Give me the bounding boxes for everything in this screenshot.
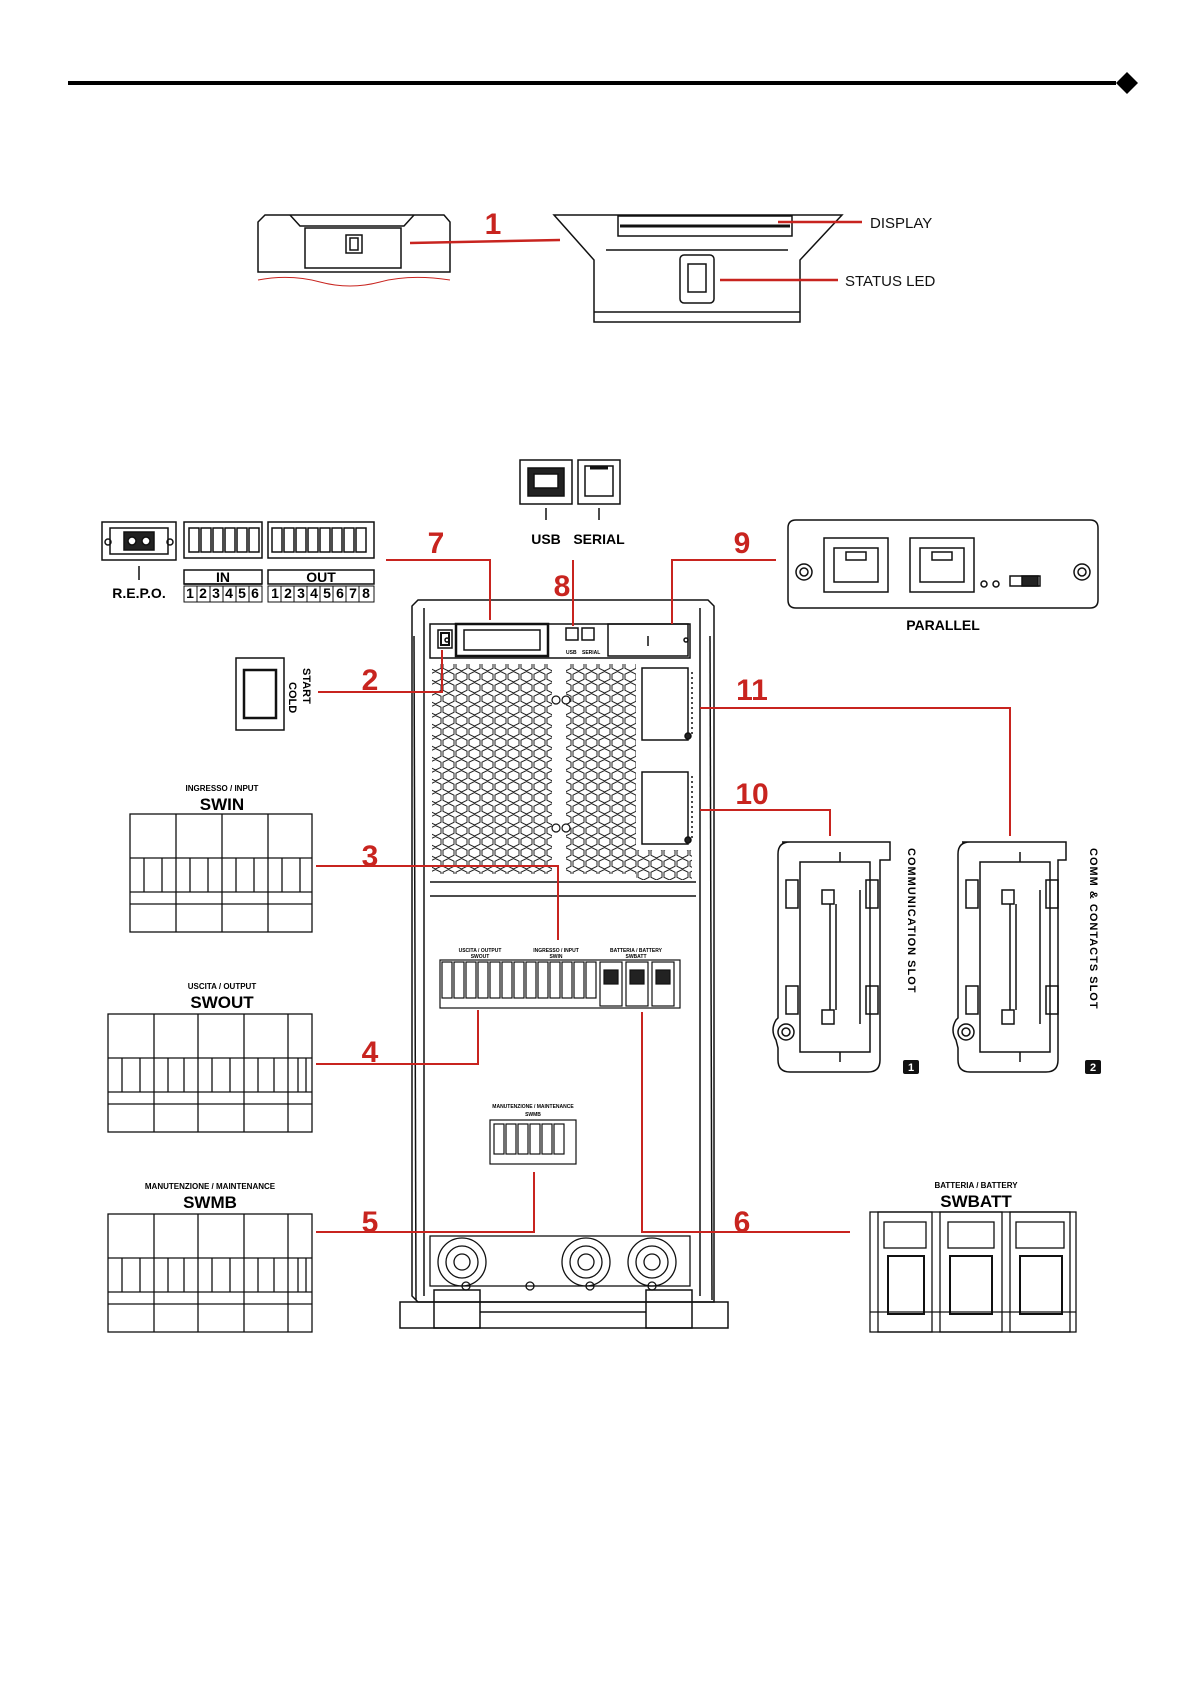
swin-title: SWIN [200,795,244,814]
serial-label: SERIAL [573,531,625,547]
callout-number: 10 [735,778,768,811]
parallel-card [787,519,1099,609]
callout-lines [316,559,1011,1233]
cabinet-switch-panel [439,959,681,1009]
pin-number: 3 [212,585,220,601]
slot1-badge: 1 [908,1062,914,1074]
pin-number: 8 [362,585,370,601]
callout-numbers: 7 8 9 2 3 4 5 6 10 11 [362,527,769,1239]
parallel-label: PARALLEL [906,617,980,633]
repo-connector [101,521,177,580]
swout-small-title: SWOUT [471,954,490,960]
in-terminal-block [183,521,263,585]
pin-number: 6 [336,585,344,601]
communication-slot-1 [772,841,891,1073]
callout-1: 1 [409,208,561,245]
front-panel-small [257,214,451,287]
cold-start-switch [235,657,285,731]
pin-number: 5 [238,585,246,601]
swmb-breaker [107,1213,313,1333]
callout-number: 5 [362,1206,379,1239]
serial-port-detail [577,459,621,520]
repo-label: R.E.P.O. [112,585,165,601]
usb-port-detail [519,459,573,520]
callout-number: 1 [485,208,502,241]
callout-number: 6 [734,1206,751,1239]
out-label: OUT [306,569,336,585]
pin-number: 1 [271,585,279,601]
cabinet-swmb-small [489,1119,577,1165]
callout-number: 3 [362,840,379,873]
pin-number: 6 [251,585,259,601]
vent-grille-right [566,664,636,874]
callout-number: 7 [428,527,445,560]
swout-title: SWOUT [190,993,254,1012]
pin-number: 5 [323,585,331,601]
swout-small-sub: USCITA / OUTPUT [459,948,502,954]
start-label: START [300,668,312,704]
in-pin-numbers: 1 2 3 4 5 6 [186,585,259,601]
swbatt-sub: BATTERIA / BATTERY [934,1181,1018,1190]
header-rule [68,72,1138,94]
swout-sub: USCITA / OUTPUT [188,982,257,991]
swbatt-title: SWBATT [940,1192,1012,1211]
swin-breaker [129,813,313,933]
vent-grille-left [432,664,552,874]
swbatt-breaker [869,1211,1077,1333]
slot2-badge: 2 [1090,1062,1096,1074]
cabinet-slots [641,667,693,845]
out-pin-numbers: 1 2 3 4 5 6 7 8 [271,585,370,601]
callout-number: 4 [362,1036,379,1069]
callout-number: 11 [736,674,768,707]
pin-number: 7 [349,585,357,601]
swmb-title: SWMB [183,1193,237,1212]
pin-number: 2 [284,585,292,601]
cold-start-label: COLD START [286,668,312,713]
callout-number: 8 [554,570,571,603]
serial-small-label: SERIAL [582,650,600,656]
communication-slot-2 [952,841,1067,1073]
front-panel-large [552,214,844,323]
slot1-label: COMMUNICATION SLOT [905,848,917,994]
display-label: DISPLAY [870,215,932,232]
pin-number: 4 [225,585,233,601]
swbatt-small-title: SWBATT [625,954,646,960]
swmb-small-title: SWMB [525,1112,541,1118]
ups-cabinet [399,599,729,1329]
status-led-label: STATUS LED [845,273,935,290]
swbatt-small-sub: BATTERIA / BATTERY [610,948,663,954]
in-label: IN [216,569,230,585]
usb-small-label: USB [566,650,577,656]
slot2-label: COMM & CONTACTS SLOT [1087,848,1099,1010]
pin-number: 3 [297,585,305,601]
swmb-small-sub: MANUTENZIONE / MAINTENANCE [492,1104,574,1110]
swin-small-sub: INGRESSO / INPUT [533,948,579,954]
pin-number: 2 [199,585,207,601]
swin-small-title: SWIN [549,954,562,960]
out-terminal-block [267,521,375,585]
cold-label: COLD [286,682,298,713]
swmb-sub: MANUTENZIONE / MAINTENANCE [145,1182,276,1191]
swout-breaker [107,1013,313,1133]
usb-label: USB [531,531,561,547]
cable-glands [429,1235,691,1291]
cabinet-top-bay [429,622,691,659]
pin-number: 1 [186,585,194,601]
swin-sub: INGRESSO / INPUT [186,784,259,793]
callout-number: 9 [734,527,751,560]
pin-number: 4 [310,585,318,601]
callout-number: 2 [362,664,379,697]
